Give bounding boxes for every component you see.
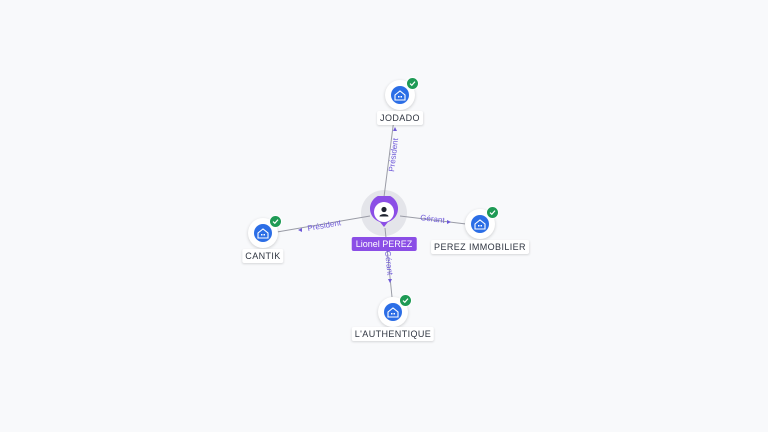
person-pin-icon [370, 194, 398, 227]
edge-label-lauthentique: Gérant [383, 250, 395, 276]
edge-label-cantik: Président [307, 218, 343, 233]
company-label-lauthentique[interactable]: L'AUTHENTIQUE [351, 327, 435, 341]
arrow-icon [388, 279, 392, 283]
edge-cantik: Président [276, 215, 371, 233]
edge-label-jodado: Président [387, 137, 400, 172]
person-node[interactable] [368, 194, 400, 228]
company-node-lauthentique[interactable] [378, 294, 412, 327]
building-icon [387, 307, 399, 318]
person-icon [379, 206, 389, 217]
company-node-jodado[interactable] [385, 77, 419, 110]
arrow-icon [447, 220, 451, 224]
building-icon [257, 228, 269, 239]
edge-label-perez-immobilier: Gérant [420, 213, 446, 225]
arrow-icon [393, 127, 397, 131]
verified-check-icon [406, 77, 419, 90]
company-node-perez-immobilier[interactable] [465, 206, 499, 239]
verified-check-icon [269, 215, 282, 228]
person-label[interactable]: Lionel PEREZ [351, 237, 417, 251]
company-node-cantik[interactable] [248, 215, 282, 248]
verified-check-icon [399, 294, 412, 307]
company-label-perez-immobilier[interactable]: PEREZ IMMOBILIER [431, 240, 529, 254]
edge-jodado: Président [383, 110, 400, 198]
arrow-icon [298, 228, 302, 232]
company-label-cantik[interactable]: CANTIK [242, 249, 284, 263]
edge-perez-immobilier: Gérant [399, 213, 467, 225]
verified-check-icon [486, 206, 499, 219]
company-label-jodado[interactable]: JODADO [377, 111, 423, 125]
building-icon [394, 90, 406, 101]
building-icon [474, 219, 486, 230]
